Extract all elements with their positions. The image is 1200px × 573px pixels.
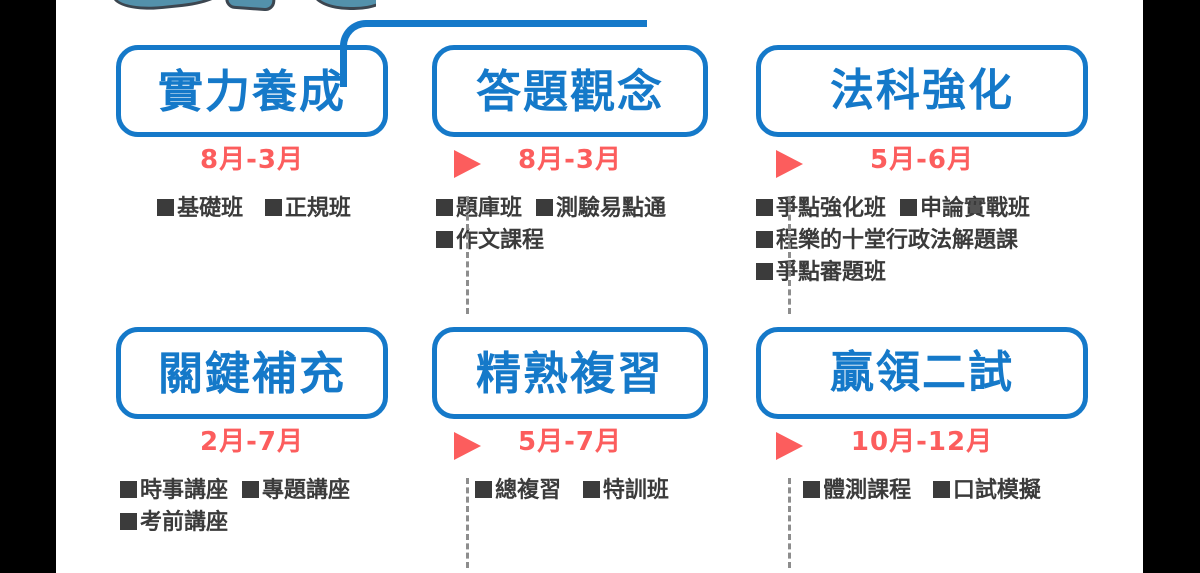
- stage-title-6: 贏領二試: [830, 347, 1014, 398]
- stage-card-5[interactable]: 精熟複習 5月-7月 總複習 特訓班: [432, 327, 708, 507]
- vertical-dashed-divider: [466, 196, 469, 314]
- square-bullet-icon: [436, 230, 453, 248]
- triangle-right-icon: [776, 150, 803, 178]
- item-label: 測驗易點通: [556, 196, 667, 221]
- stage-card-4[interactable]: 關鍵補充 2月-7月 時事講座 專題講座 考前講座: [116, 327, 388, 539]
- list-item[interactable]: 時事講座: [120, 475, 228, 507]
- square-bullet-icon: [756, 262, 773, 280]
- stage-date-6: 10月-12月: [850, 427, 994, 457]
- list-item[interactable]: 程樂的十堂行政法解題課: [756, 225, 1018, 257]
- square-bullet-icon: [900, 199, 918, 216]
- stage-date-2: 8月-3月: [518, 145, 622, 175]
- stage-items-2: 題庫班 測驗易點通 作文課程: [432, 193, 708, 257]
- letterbox-right: [1143, 0, 1200, 573]
- square-bullet-icon: [932, 481, 950, 498]
- stage-title-box-4: 關鍵補充: [116, 327, 388, 419]
- vertical-dashed-divider: [466, 478, 469, 568]
- item-label: 體測課程: [823, 478, 912, 503]
- list-item[interactable]: 作文課程: [436, 225, 544, 257]
- square-bullet-icon: [120, 512, 137, 530]
- list-item[interactable]: 正規班: [264, 193, 351, 225]
- stage-items-3: 爭點強化班 申論實戰班 程樂的十堂行政法解題課 爭點審題班: [756, 193, 1088, 289]
- list-item[interactable]: 爭點強化班: [756, 193, 886, 225]
- decoration-shape-2: [224, 0, 278, 12]
- triangle-right-icon: [776, 432, 803, 460]
- stage-title-1: 實力養成: [157, 64, 346, 118]
- triangle-right-icon: [454, 150, 481, 178]
- list-item[interactable]: 測驗易點通: [536, 193, 666, 225]
- square-bullet-icon: [536, 199, 554, 216]
- list-item[interactable]: 申論實戰班: [900, 193, 1030, 225]
- vertical-dashed-divider: [788, 196, 791, 314]
- item-label: 作文課程: [456, 227, 545, 253]
- square-bullet-icon: [582, 481, 600, 498]
- stage-items-5: 總複習 特訓班: [432, 475, 708, 507]
- stage-date-1: 8月-3月: [200, 145, 304, 175]
- item-label: 特訓班: [602, 478, 669, 503]
- stage-title-box-5: 精熟複習: [432, 327, 708, 419]
- square-bullet-icon: [242, 481, 260, 498]
- item-label: 時事講座: [140, 478, 229, 503]
- item-label: 正規班: [284, 196, 351, 221]
- item-label: 專題講座: [262, 478, 351, 503]
- list-item[interactable]: 題庫班: [436, 193, 522, 225]
- list-item[interactable]: 基礎班: [157, 193, 243, 225]
- stage-items-6: 體測課程 口試模擬: [756, 475, 1088, 507]
- item-label: 爭點強化班: [776, 196, 887, 221]
- stage-card-2[interactable]: 答題觀念 8月-3月 題庫班 測驗易點通 作文課程: [432, 45, 708, 257]
- square-bullet-icon: [475, 481, 493, 498]
- list-item[interactable]: 體測課程: [803, 475, 911, 507]
- letterbox-left: [0, 0, 56, 573]
- item-label: 基礎班: [177, 196, 244, 221]
- item-label: 爭點審題班: [776, 259, 887, 285]
- square-bullet-icon: [803, 481, 821, 498]
- stage-title-5: 精熟複習: [475, 346, 664, 400]
- list-item[interactable]: 專題講座: [242, 475, 350, 507]
- square-bullet-icon: [756, 199, 773, 216]
- stage-card-6[interactable]: 贏領二試 10月-12月 體測課程 口試模擬: [756, 327, 1088, 507]
- stage-date-3: 5月-6月: [870, 145, 974, 175]
- stage-card-3[interactable]: 法科強化 5月-6月 爭點強化班 申論實戰班 程樂的十堂行政法解題課 爭點審題班: [756, 45, 1088, 289]
- stage-title-box-6: 贏領二試: [756, 327, 1088, 419]
- stage-date-5: 5月-7月: [518, 427, 622, 457]
- list-item[interactable]: 特訓班: [582, 475, 669, 507]
- stage-title-box-2: 答題觀念: [432, 45, 708, 137]
- square-bullet-icon: [120, 481, 137, 498]
- square-bullet-icon: [157, 199, 175, 216]
- decoration-shape-1: [110, 0, 232, 15]
- header-decoration-graphic: [56, 0, 376, 16]
- list-item[interactable]: 考前講座: [120, 507, 228, 539]
- stage-items-1: 基礎班 正規班: [116, 193, 388, 225]
- item-label: 申論實戰班: [920, 196, 1031, 221]
- square-bullet-icon: [264, 199, 282, 216]
- list-item[interactable]: 口試模擬: [932, 475, 1041, 507]
- stage-title-box-3: 法科強化: [756, 45, 1088, 137]
- item-label: 考前講座: [140, 509, 229, 535]
- item-label: 程樂的十堂行政法解題課: [776, 227, 1019, 253]
- item-label: 總複習: [495, 478, 562, 503]
- square-bullet-icon: [756, 230, 773, 248]
- list-item[interactable]: 總複習: [475, 475, 561, 507]
- blue-swoosh-line: [340, 20, 647, 87]
- vertical-dashed-divider: [788, 478, 791, 568]
- stage-items-4: 時事講座 專題講座 考前講座: [116, 475, 388, 539]
- item-label: 口試模擬: [952, 478, 1041, 503]
- triangle-right-icon: [454, 432, 481, 460]
- decoration-shape-3: [312, 0, 376, 10]
- stage-title-4: 關鍵補充: [157, 346, 346, 400]
- square-bullet-icon: [436, 199, 453, 216]
- list-item[interactable]: 爭點審題班: [756, 257, 886, 289]
- stage-title-3: 法科強化: [830, 65, 1014, 116]
- stage-date-4: 2月-7月: [200, 427, 304, 457]
